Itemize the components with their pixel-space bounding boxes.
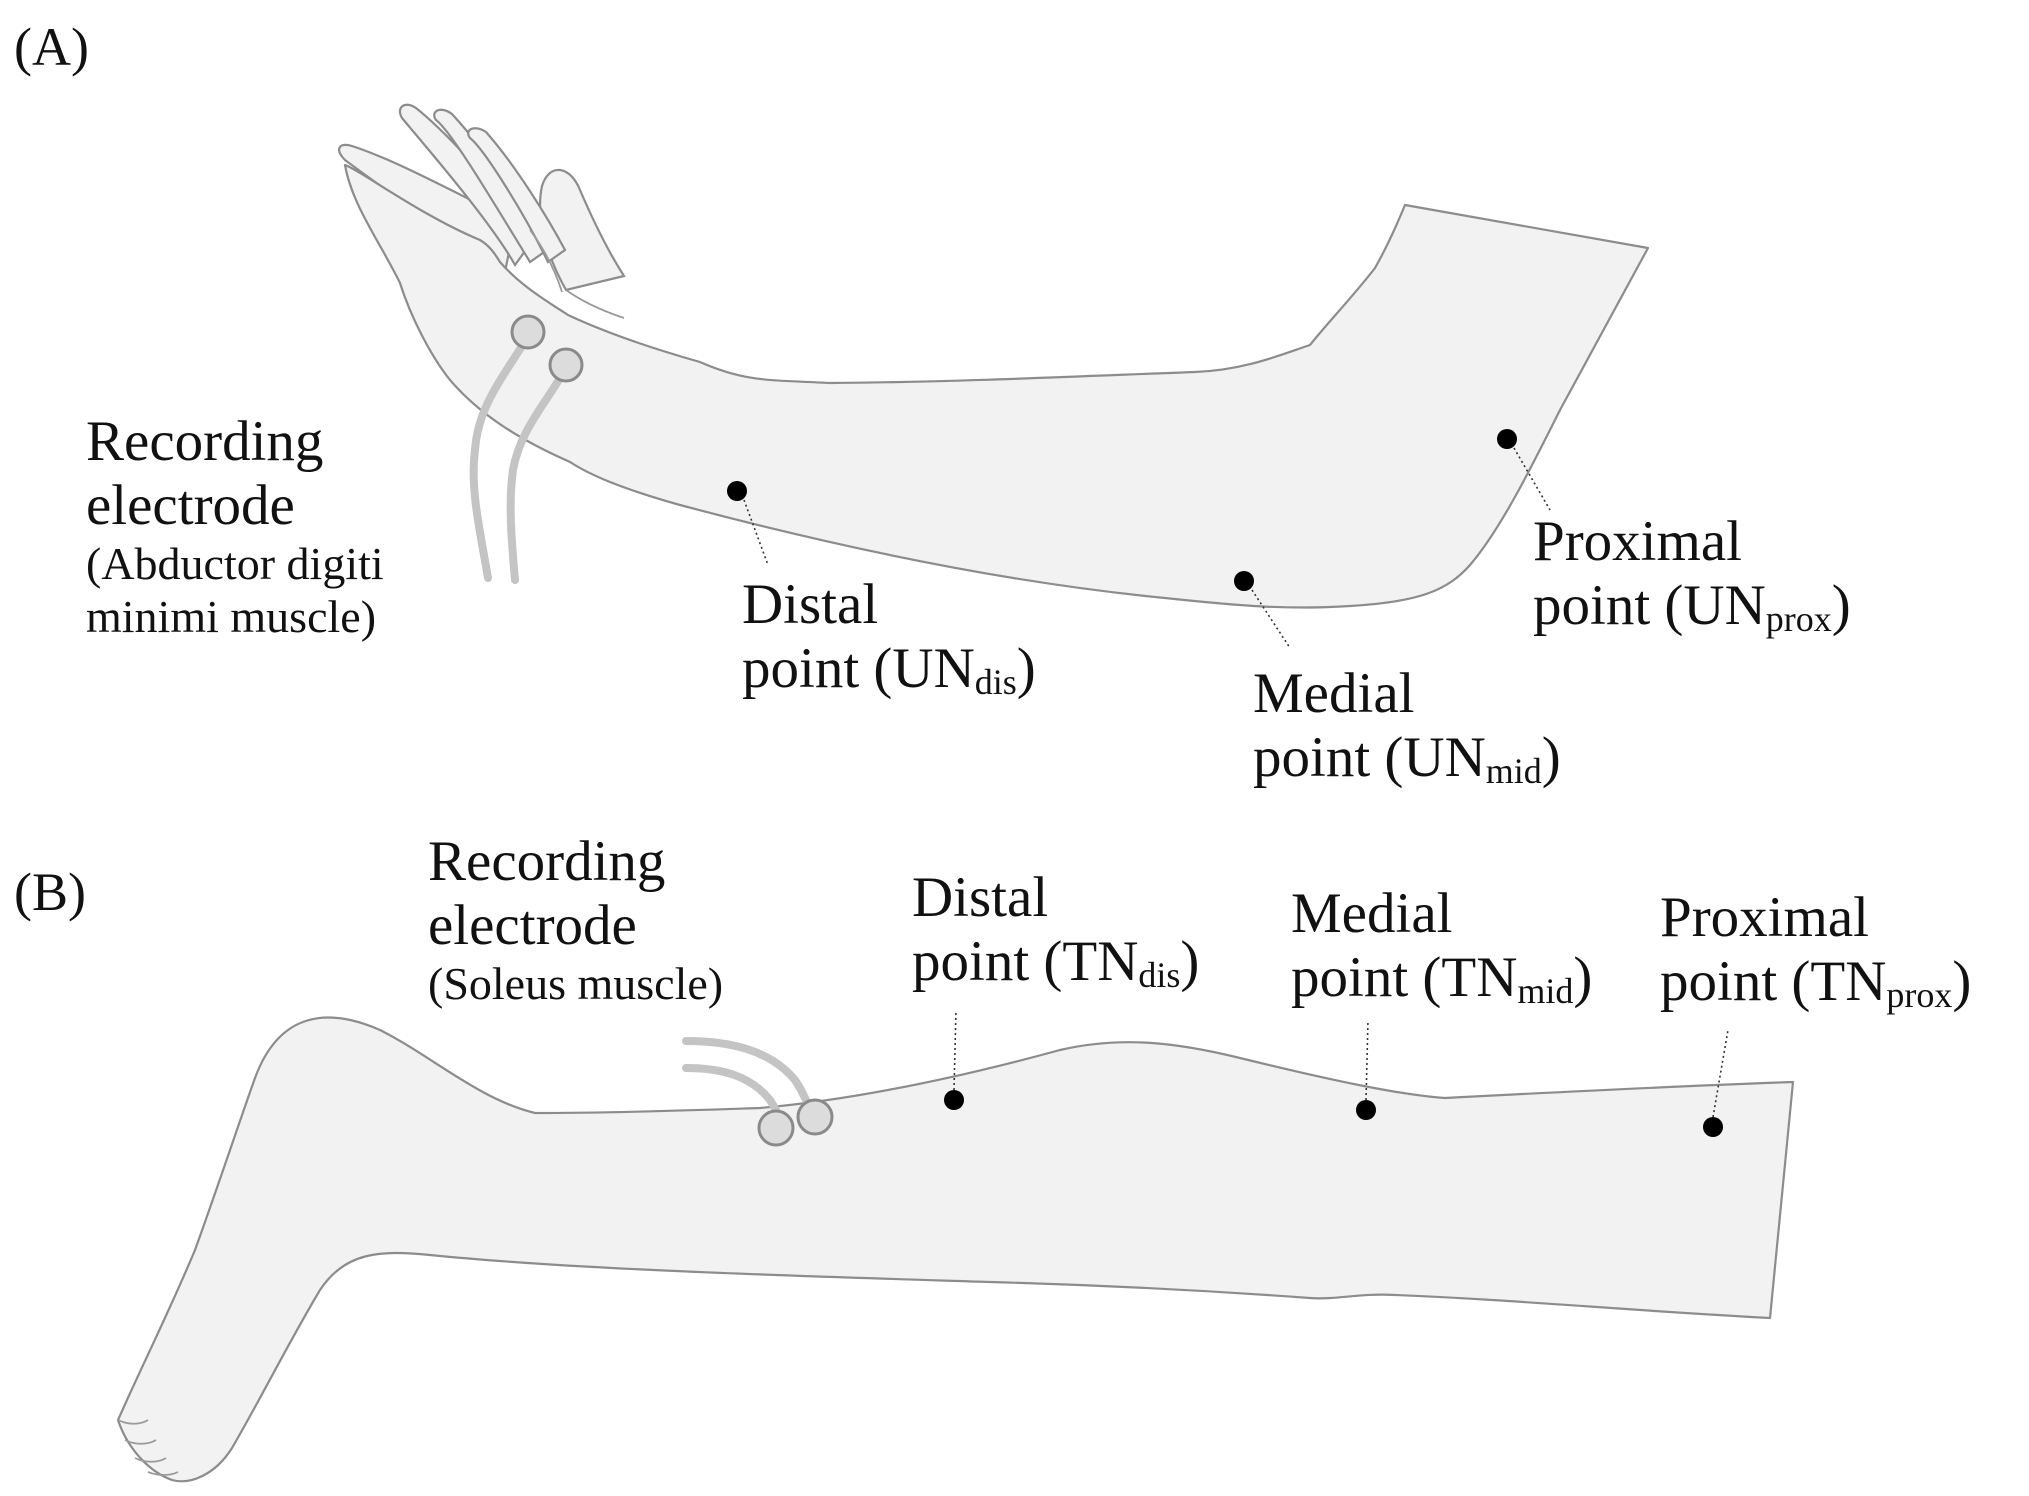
electrode-pad <box>548 347 584 383</box>
thumb-crease <box>565 289 625 319</box>
arm-outline <box>343 163 1650 609</box>
medial-subscript: mid <box>1517 971 1574 1012</box>
medial-point-name: point (TNmid) <box>1291 946 1592 1010</box>
distal-prefix: point (TN <box>912 929 1139 993</box>
medial-prefix: point (UN <box>1253 725 1486 789</box>
stimulation-point-tn-mid <box>1356 1100 1376 1120</box>
distal-point-label-b: Distal point (TNdis) <box>912 866 1199 994</box>
proximal-subscript: prox <box>1886 975 1953 1016</box>
recording-electrode-label-b: Recording electrode (Soleus muscle) <box>428 830 723 1011</box>
electrode-wire <box>506 364 570 584</box>
stimulation-point-un-dis <box>727 481 747 501</box>
recording-line: electrode <box>86 473 295 537</box>
medial-prefix: point (TN <box>1291 945 1518 1009</box>
proximal-title: Proximal <box>1660 886 1869 949</box>
recording-line: Recording <box>86 410 324 473</box>
finger-index <box>467 127 567 264</box>
medial-suffix: ) <box>1573 945 1593 1009</box>
recording-muscle-line: minimi muscle) <box>86 590 377 642</box>
panel-a-label: (A) <box>14 17 89 77</box>
electrode-pad <box>510 314 546 350</box>
distal-suffix: ) <box>1016 636 1036 700</box>
proximal-point-label-b: Proximal point (TNprox) <box>1660 886 1971 1014</box>
distal-subscript: dis <box>1138 955 1181 996</box>
distal-subscript: dis <box>974 662 1017 703</box>
toe-line <box>134 1457 167 1463</box>
electrode-wire <box>469 332 532 582</box>
distal-prefix: point (UN <box>742 636 975 700</box>
stimulation-point-un-mid <box>1234 571 1254 591</box>
leader-line <box>743 499 769 566</box>
recording-line: Recording <box>428 830 666 893</box>
stimulation-point-un-prox <box>1497 429 1517 449</box>
leader-line <box>1251 589 1291 649</box>
toe-line <box>117 1419 149 1425</box>
recording-line: electrode <box>428 893 637 957</box>
proximal-title: Proximal <box>1533 510 1742 573</box>
distal-title: Distal <box>742 573 879 636</box>
medial-subscript: mid <box>1485 751 1542 792</box>
proximal-suffix: ) <box>1831 573 1851 637</box>
medial-title: Medial <box>1253 662 1415 725</box>
leader-line <box>1365 1019 1369 1101</box>
recording-muscle-line: (Abductor digiti <box>86 537 384 589</box>
proximal-point-label-a: Proximal point (UNprox) <box>1533 510 1851 638</box>
leg-illustration <box>116 1009 1795 1483</box>
leader-line <box>953 1009 957 1091</box>
proximal-prefix: point (UN <box>1533 573 1766 637</box>
proximal-point-name: point (TNprox) <box>1660 950 1971 1014</box>
proximal-subscript: prox <box>1765 599 1832 640</box>
distal-suffix: ) <box>1180 929 1200 993</box>
electrode-pad <box>757 1109 795 1147</box>
stimulation-point-tn-prox <box>1703 1117 1723 1137</box>
electrode-pad <box>796 1098 834 1136</box>
medial-point-name: point (UNmid) <box>1253 726 1561 790</box>
wrist-crease <box>529 229 563 293</box>
proximal-suffix: ) <box>1952 949 1972 1013</box>
distal-point-label-a: Distal point (UNdis) <box>742 573 1036 701</box>
arm-illustration <box>338 103 1650 649</box>
proximal-prefix: point (TN <box>1660 949 1887 1013</box>
toe-line <box>147 1471 179 1476</box>
stimulation-point-tn-dis <box>944 1090 964 1110</box>
distal-point-name: point (TNdis) <box>912 930 1199 994</box>
medial-point-label-b: Medial point (TNmid) <box>1291 882 1592 1010</box>
recording-electrode-label-a: Recording electrode (Abductor digiti min… <box>86 410 384 643</box>
distal-point-name: point (UNdis) <box>742 637 1036 701</box>
panel-b-label: (B) <box>14 862 86 922</box>
recording-muscle-line: (Soleus muscle) <box>428 957 724 1009</box>
leg-outline <box>116 1016 1795 1483</box>
medial-point-label-a: Medial point (UNmid) <box>1253 662 1561 790</box>
proximal-point-name: point (UNprox) <box>1533 574 1851 638</box>
distal-title: Distal <box>912 866 1049 929</box>
medial-title: Medial <box>1291 882 1453 945</box>
toe-line <box>124 1439 157 1445</box>
medial-suffix: ) <box>1541 725 1561 789</box>
leader-line <box>1513 447 1551 511</box>
